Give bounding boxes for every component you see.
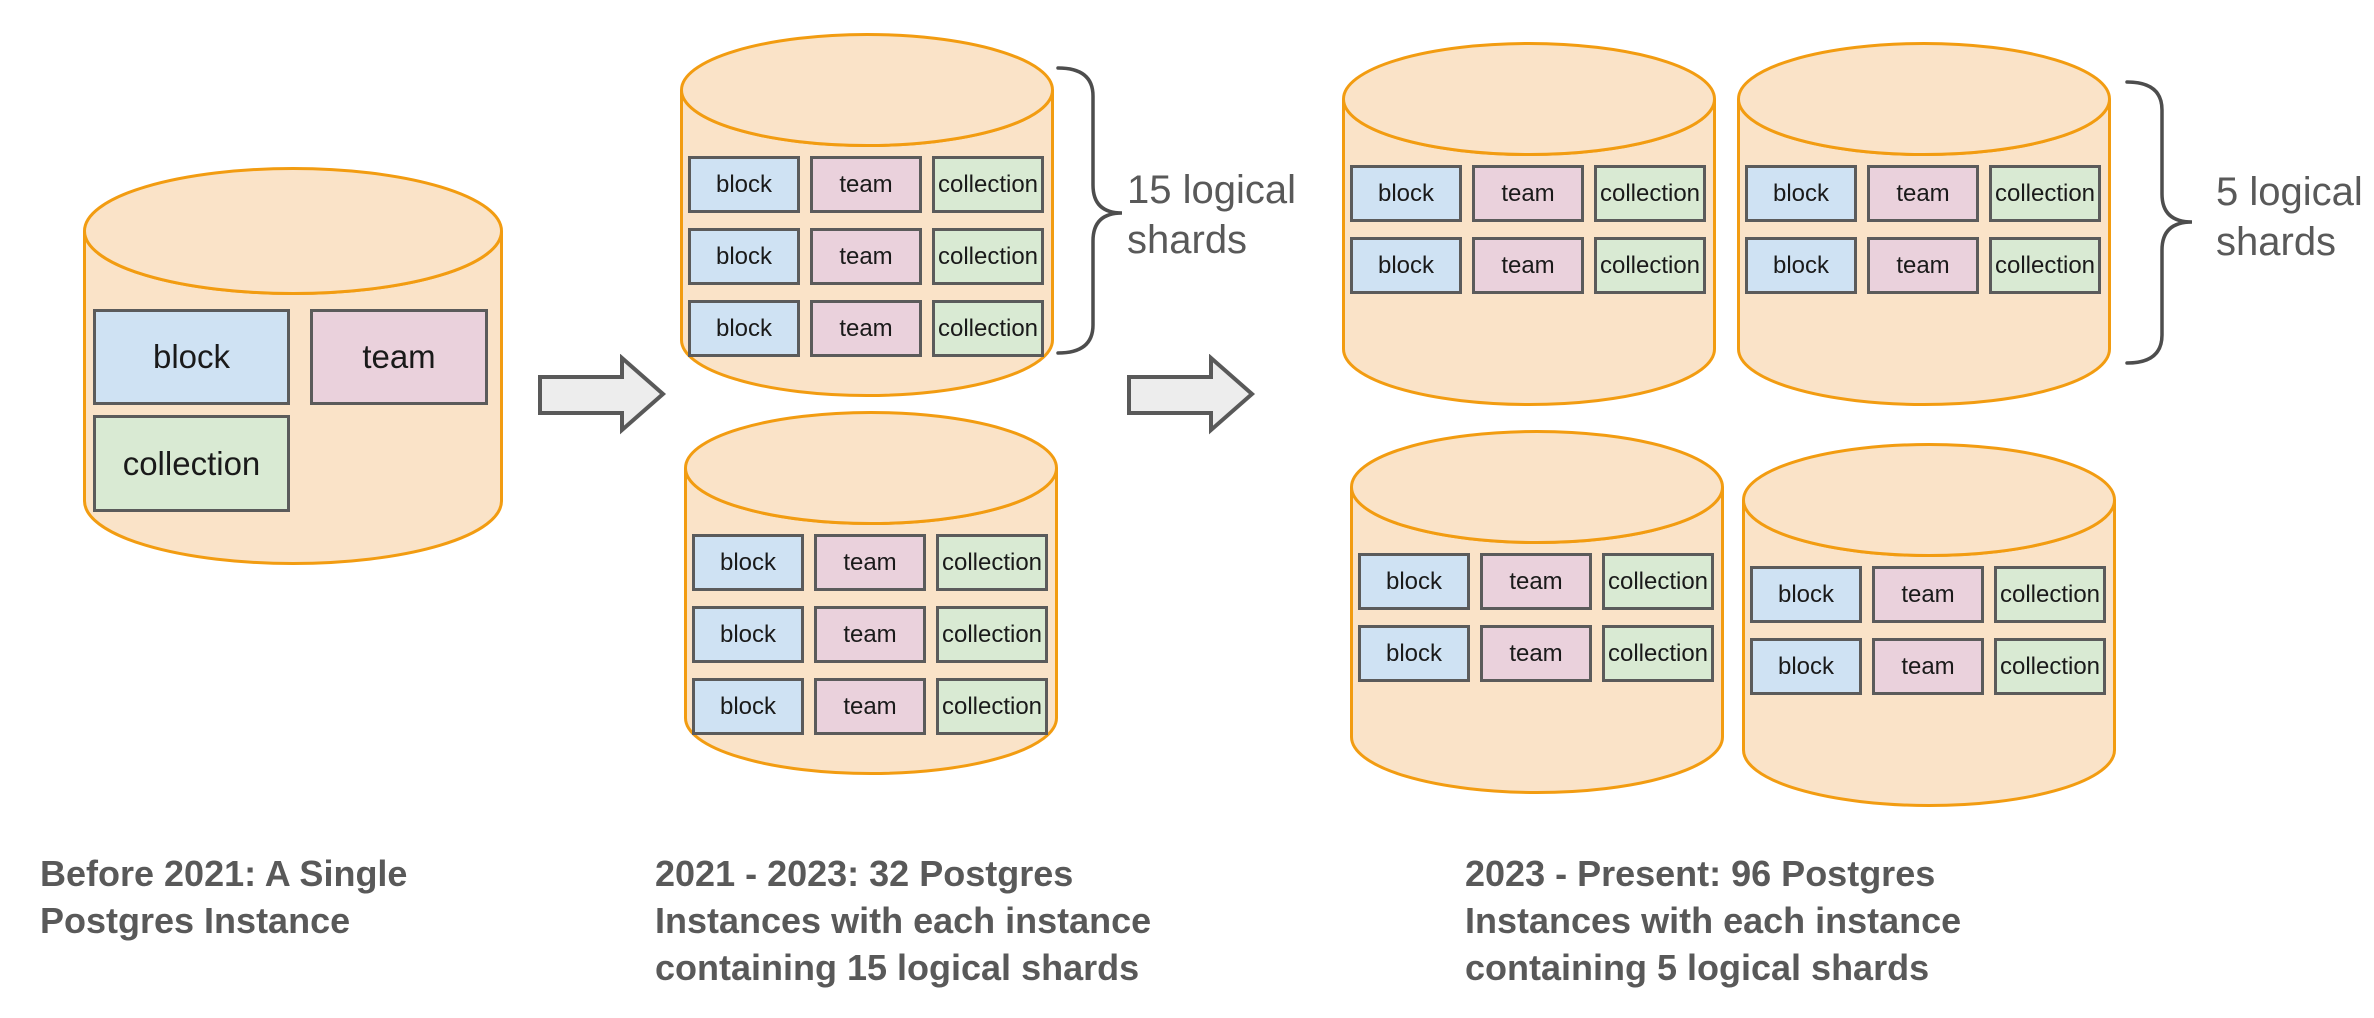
block-table-box: block (688, 300, 800, 357)
postgres-instance-3b: block team collection block team collect… (1737, 42, 2111, 406)
postgres-instance-3c: block team collection block team collect… (1350, 430, 1724, 794)
block-table-box: block (1750, 638, 1862, 695)
team-table-box: team (1867, 165, 1979, 222)
postgres-instance-3a: block team collection block team collect… (1342, 42, 1716, 406)
block-table-box: block (1350, 237, 1462, 294)
team-table-box: team (1872, 566, 1984, 623)
team-table-box: team (814, 534, 926, 591)
block-table-box: block (692, 606, 804, 663)
collection-table-box: collection (1594, 237, 1706, 294)
caption-line: Postgres Instance (40, 900, 351, 941)
team-table-box: team (810, 228, 922, 285)
collection-table-box: collection (932, 228, 1044, 285)
block-table-box: block (692, 678, 804, 735)
collection-table-box: collection (1994, 638, 2106, 695)
block-table-box: block (692, 534, 804, 591)
team-table-box: team (814, 606, 926, 663)
team-table-box: team (814, 678, 926, 735)
postgres-instance-2b: block team collection block team collect… (684, 411, 1058, 775)
caption-line: Before 2021: A Single (40, 853, 408, 894)
block-table-box: block (1350, 165, 1462, 222)
team-table-box: team (810, 300, 922, 357)
stage2-caption: 2021 - 2023: 32 Postgres Instances with … (655, 850, 1151, 991)
caption-line: Instances with each instance (655, 900, 1152, 941)
shards-label-line: shards (1127, 218, 1248, 262)
collection-table-box: collection (1594, 165, 1706, 222)
block-table-box: block (688, 228, 800, 285)
stage3-caption: 2023 - Present: 96 Postgres Instances wi… (1465, 850, 1961, 991)
database-cylinder-icon (1737, 42, 2111, 406)
team-table-box: team (310, 309, 488, 405)
block-table-box: block (1750, 566, 1862, 623)
curly-brace-icon (2125, 80, 2193, 365)
caption-line: 2023 - Present: 96 Postgres (1465, 853, 1936, 894)
postgres-instance-2a: block team collection block team collect… (680, 33, 1054, 397)
collection-table-box: collection (1602, 625, 1714, 682)
collection-table-box: collection (1989, 165, 2101, 222)
collection-table-box: collection (1602, 553, 1714, 610)
block-table-box: block (1358, 553, 1470, 610)
team-table-box: team (1480, 553, 1592, 610)
caption-line: Instances with each instance (1465, 900, 1962, 941)
shards-label-line: shards (2216, 220, 2337, 264)
team-table-box: team (1472, 165, 1584, 222)
caption-line: containing 5 logical shards (1465, 947, 1930, 988)
arrow-right-icon (1127, 354, 1256, 435)
curly-brace-icon (1056, 66, 1123, 355)
collection-table-box: collection (1989, 237, 2101, 294)
collection-table-box: collection (932, 156, 1044, 213)
database-cylinder-icon (1342, 42, 1716, 406)
team-table-box: team (1867, 237, 1979, 294)
collection-table-box: collection (936, 678, 1048, 735)
collection-table-box: collection (936, 534, 1048, 591)
shards-label-15: 15 logical shards (1127, 165, 1296, 265)
collection-table-box: collection (932, 300, 1044, 357)
block-table-box: block (1358, 625, 1470, 682)
team-table-box: team (810, 156, 922, 213)
database-cylinder-icon (1742, 443, 2116, 807)
caption-line: 2021 - 2023: 32 Postgres (655, 853, 1074, 894)
team-table-box: team (1872, 638, 1984, 695)
block-table-box: block (1745, 237, 1857, 294)
team-table-box: team (1472, 237, 1584, 294)
collection-table-box: collection (93, 415, 290, 512)
collection-table-box: collection (1994, 566, 2106, 623)
postgres-instance-single: block team collection (83, 167, 503, 565)
postgres-instance-3d: block team collection block team collect… (1742, 443, 2116, 807)
team-table-box: team (1480, 625, 1592, 682)
collection-table-box: collection (936, 606, 1048, 663)
stage1-caption: Before 2021: A Single Postgres Instance (40, 850, 407, 944)
block-table-box: block (93, 309, 290, 405)
block-table-box: block (688, 156, 800, 213)
caption-line: containing 15 logical shards (655, 947, 1140, 988)
database-cylinder-icon (1350, 430, 1724, 794)
block-table-box: block (1745, 165, 1857, 222)
shards-label-line: 15 logical (1127, 168, 1297, 212)
shards-label-line: 5 logical (2216, 170, 2363, 214)
shards-label-5: 5 logical shards (2216, 167, 2363, 267)
arrow-right-icon (538, 354, 667, 435)
